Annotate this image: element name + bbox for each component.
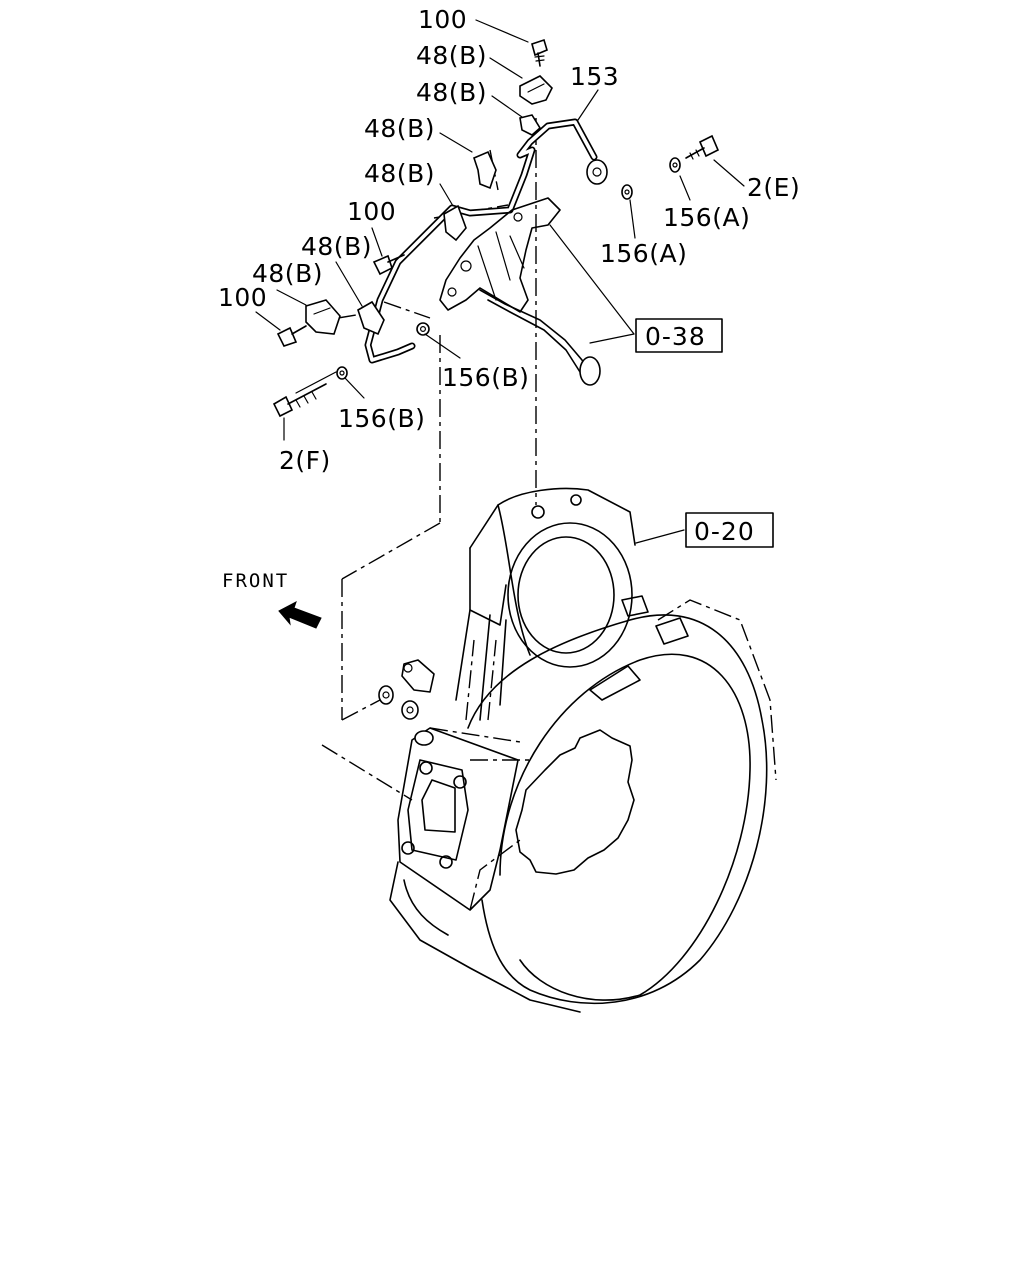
callout-48b-4: 48(B)	[364, 159, 435, 188]
sensor-connector	[579, 356, 601, 386]
callout-48b-1: 48(B)	[416, 41, 487, 70]
housing-fittings	[378, 659, 435, 720]
part-48b-clip-2	[519, 114, 542, 136]
front-label: FRONT	[222, 570, 289, 592]
part-100-left-bolt	[276, 325, 307, 347]
callout-156b-2: 156(B)	[338, 404, 425, 433]
callout-48b-5: 48(B)	[301, 232, 372, 261]
ref-box-0-38-frame	[635, 318, 723, 353]
part-100-top-bolt	[531, 38, 548, 67]
part-156b-washer-2	[336, 366, 348, 380]
ref-label-0-38: 0-38	[645, 322, 706, 351]
part-48b-clip-4	[443, 204, 467, 242]
part-156b-washer-1	[416, 322, 430, 336]
callout-100-left: 100	[218, 283, 267, 312]
part-100-mid-bolt	[372, 254, 405, 276]
callout-153: 153	[570, 62, 619, 91]
part-48b-clip-5	[357, 300, 385, 336]
part-48b-clip-1	[519, 75, 553, 105]
ref-label-0-20: 0-20	[694, 517, 755, 546]
callout-100-top: 100	[418, 5, 467, 34]
callout-2e: 2(E)	[747, 173, 800, 202]
mounting-bracket	[439, 197, 601, 386]
callout-48b-2: 48(B)	[416, 78, 487, 107]
ref-box-0-20: 0-20	[685, 512, 774, 548]
part-156a-washer-2	[621, 184, 633, 200]
callout-156a-2: 156(A)	[600, 239, 687, 268]
part-48b-clip-3	[473, 150, 497, 190]
leader-lines	[255, 19, 745, 544]
callout-48b-3: 48(B)	[364, 114, 435, 143]
part-2f-bolt	[272, 383, 327, 418]
callout-100-mid: 100	[347, 197, 396, 226]
pipe-fitting-end	[586, 159, 608, 185]
callout-156b-1: 156(B)	[442, 363, 529, 392]
front-arrow-icon	[278, 600, 322, 629]
callout-156a-1: 156(A)	[663, 203, 750, 232]
ref-box-0-38: 0-38	[635, 318, 723, 353]
ref-box-0-20-frame	[685, 512, 774, 548]
callout-48b-6: 48(B)	[252, 259, 323, 288]
flywheel-housing	[378, 487, 777, 1013]
callout-2f: 2(F)	[279, 446, 331, 475]
pipe-153	[364, 118, 608, 364]
part-156a-washer-1	[669, 157, 681, 173]
part-48b-clip-6	[305, 299, 341, 335]
part-2e-bolt	[685, 134, 720, 160]
